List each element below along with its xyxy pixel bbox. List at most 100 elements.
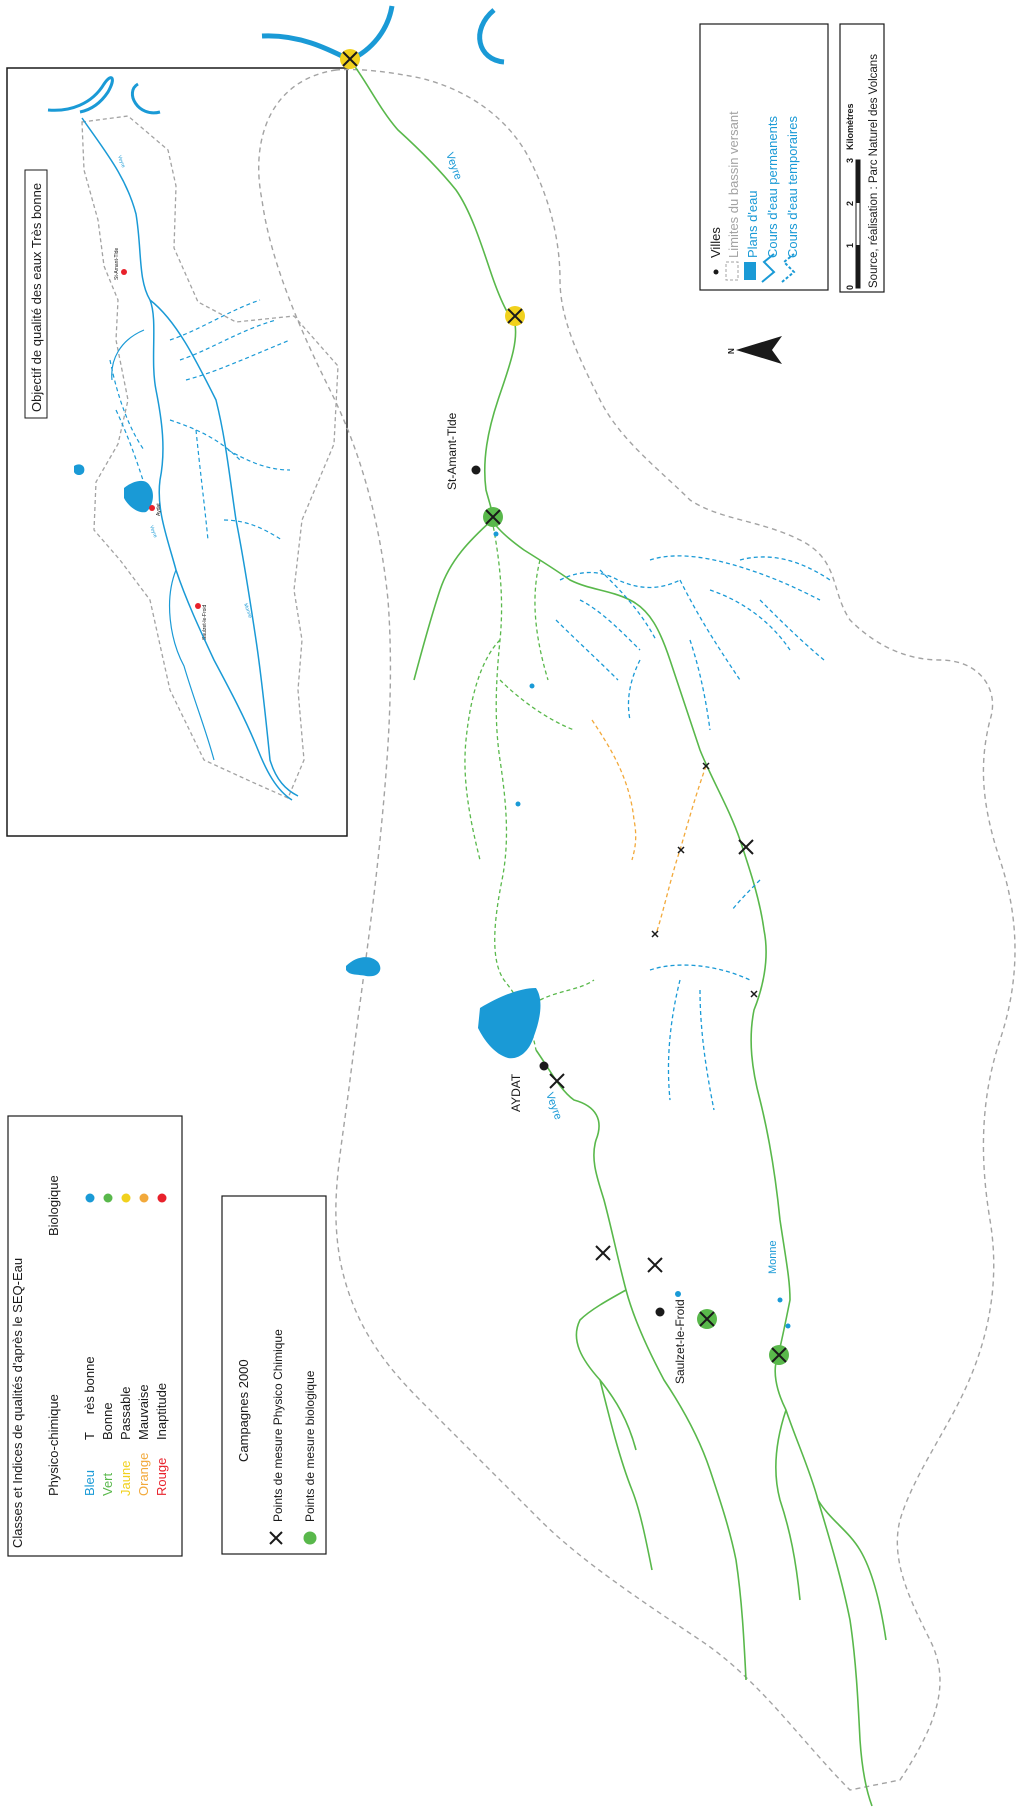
station-good	[697, 1309, 717, 1329]
legend-lakes: Plans d'eau	[744, 190, 760, 280]
inset-title-box: Objectif de qualité des eaux Très bonne	[24, 169, 48, 419]
town-dot	[539, 1061, 549, 1071]
map-legend: Villes Limites du bassin versant Plans d…	[699, 23, 829, 291]
orange-streams	[591, 719, 707, 935]
bio-dot	[157, 1193, 167, 1203]
inset-map: Objectif de qualité des eaux Très bonne …	[6, 67, 348, 837]
quality-row: Rouge Inaptitude	[154, 1193, 169, 1496]
temporary-blue-streams	[555, 555, 831, 1111]
quality-name: Mauvaise	[136, 1384, 151, 1440]
bio-point-icon	[303, 1531, 317, 1545]
town-dot	[655, 1307, 665, 1317]
temporary-stream-icon	[781, 253, 796, 283]
quality-name: Inaptitude	[154, 1383, 169, 1440]
inset-title: Objectif de qualité des eaux Très bonne	[29, 183, 44, 412]
station-physico	[595, 1245, 611, 1261]
pond	[493, 531, 499, 537]
river-veyre-aydat	[535, 1049, 747, 1681]
lake-aydat	[478, 988, 541, 1059]
inset-river-monne	[149, 299, 299, 797]
quality-row: Orange Mauvaise	[136, 1193, 151, 1496]
bio-point-label: Points de mesure biologique	[303, 1370, 317, 1522]
scale-frame	[839, 23, 885, 293]
physico-point-icon	[269, 1531, 283, 1545]
basin-boundary	[258, 68, 1016, 1791]
station-physico-small	[750, 990, 758, 998]
legend-temporary: Cours d'eau temporaires	[781, 116, 800, 283]
basin-symbol-icon	[725, 261, 739, 281]
pond	[529, 683, 535, 689]
town-symbol-icon	[713, 269, 719, 275]
inset-town-label: St-Amant-Tlde	[114, 248, 120, 280]
source-credit: Source, réalisation : Parc Naturel des V…	[868, 54, 880, 288]
inset-temporary-streams	[109, 299, 291, 541]
permanent-stream-icon	[761, 253, 776, 283]
quality-row: Bleu T rès bonne	[82, 1193, 97, 1496]
bio-dot	[139, 1193, 149, 1203]
legend-temporary-label: Cours d'eau temporaires	[785, 116, 800, 258]
major-river-2	[477, 8, 505, 65]
river-label: Monne	[767, 1240, 779, 1274]
quality-row: Jaune Passable	[118, 1193, 133, 1496]
inset-river-veyre	[81, 117, 293, 801]
station-physico-small	[651, 930, 659, 938]
main-map: St-Amant-Tlde AYDAT Saulzet-le-Froid Vey…	[258, 5, 1016, 1807]
river-trib-saulzet	[575, 1289, 637, 1451]
town-dot	[471, 465, 481, 475]
quality-legend-title: Classes et Indices de qualités d'après l…	[10, 1258, 25, 1548]
quality-legend-frame	[7, 1115, 183, 1557]
scale-tick: 0	[845, 285, 855, 290]
quality-name: Passable	[118, 1387, 133, 1440]
scale-unit: Kilomètres	[845, 103, 855, 150]
inset-town-dot	[195, 603, 201, 609]
color-name: Rouge	[154, 1458, 169, 1496]
bio-column-header: Biologique	[46, 1175, 61, 1236]
map-legend-frame	[699, 23, 829, 291]
scale-tick: 1	[845, 243, 855, 248]
pond	[675, 1291, 681, 1297]
bio-dot	[121, 1193, 131, 1203]
town-label: St-Amant-Tlde	[445, 412, 459, 490]
bio-dot	[85, 1193, 95, 1203]
station-physico-small	[702, 762, 710, 770]
inset-river-label: Veyre	[116, 155, 126, 169]
inset-lake-small	[74, 464, 85, 475]
bio-dot	[103, 1193, 113, 1203]
color-name: Vert	[100, 1472, 115, 1496]
north-label: N	[727, 348, 736, 354]
river-label: Veyre	[543, 1091, 564, 1122]
river-veyre	[349, 59, 873, 1807]
campaign-legend: Campagnes 2000 Points de mesure Physico …	[221, 1195, 327, 1555]
inset-river-label: Monne	[242, 603, 253, 620]
measure-points	[340, 49, 789, 1365]
scale-bar	[855, 159, 861, 289]
quality-row: Vert Bonne	[100, 1193, 115, 1496]
lake-symbol-icon	[744, 262, 756, 280]
major-river	[261, 5, 395, 63]
inset-river-trib-1	[168, 569, 215, 761]
station-physico	[549, 1073, 565, 1089]
north-arrow: N	[727, 336, 782, 364]
color-name: Bleu	[82, 1470, 97, 1496]
inset-main-river-2	[131, 82, 161, 115]
station-physico-small	[677, 846, 685, 854]
quality-name: Bonne	[100, 1402, 115, 1440]
station-physico	[738, 839, 754, 855]
pond	[785, 1323, 791, 1329]
inset-town-label: Aydat	[156, 503, 162, 516]
legend-basin-label: Limites du bassin versant	[726, 111, 741, 258]
river-trib-monne-branch	[774, 1409, 801, 1601]
inset-basin-boundary	[81, 115, 339, 799]
station-good	[483, 507, 503, 527]
legend-permanent: Cours d'eau permanents	[761, 116, 780, 283]
inset-river-label: Veyre	[148, 525, 158, 539]
inset-main-river	[47, 76, 114, 114]
physico-column-header: Physico-chimique	[46, 1394, 61, 1496]
lake-west	[346, 957, 381, 977]
legend-lakes-label: Plans d'eau	[745, 190, 760, 258]
color-name: Jaune	[118, 1461, 133, 1496]
legend-basin: Limites du bassin versant	[725, 111, 741, 281]
river-trib-monne-branch-2	[817, 1499, 887, 1641]
pond	[515, 801, 521, 807]
